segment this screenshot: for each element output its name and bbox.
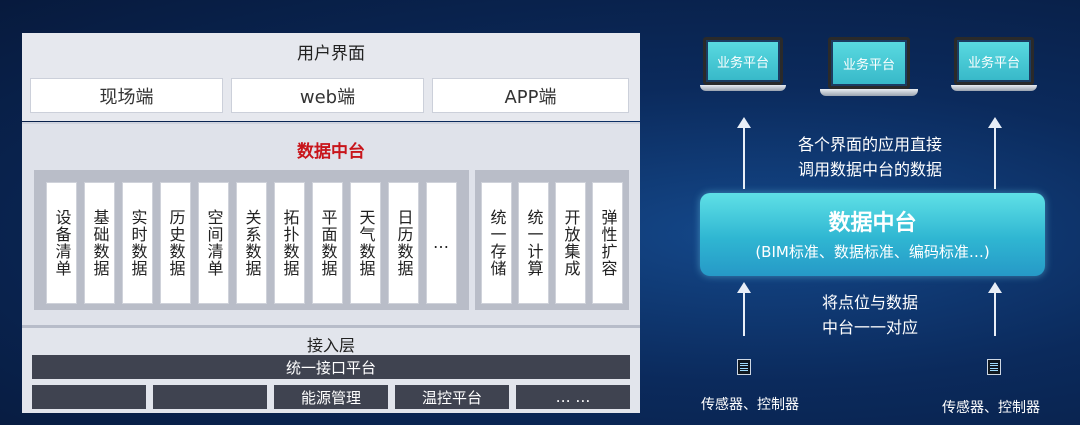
access-item-more: … … xyxy=(516,385,630,409)
data-card: 空间清单 xyxy=(198,182,229,304)
device-label: 业务平台 xyxy=(708,42,778,80)
access-layer-title: 接入层 xyxy=(306,336,355,355)
data-card: 日历数据 xyxy=(388,182,419,304)
device-label: 业务平台 xyxy=(959,42,1029,80)
data-card-more: … xyxy=(426,182,457,304)
bottom-description: 将点位与数据 中台一一对应 xyxy=(821,293,918,337)
monitor-icon: 业务平台 xyxy=(703,37,783,85)
capability-card: 统一存储 xyxy=(481,182,512,304)
capability-card: 弹性扩容 xyxy=(592,182,623,304)
data-platform-hub: 数据中台 (BIM标准、数据标准、编码标准…) xyxy=(700,193,1045,276)
data-card: 基础数据 xyxy=(84,182,115,304)
hub-title: 数据中台 xyxy=(828,211,917,236)
data-card: 平面数据 xyxy=(312,182,343,304)
access-item-temperature: 温控平台 xyxy=(395,385,509,409)
capability-group: 统一存储 统一计算 开放集成 弹性扩容 xyxy=(475,170,629,310)
access-layer: 接入层 统一接口平台 能源管理 温控平台 … … xyxy=(22,325,640,413)
data-platform-layer: 数据中台 设备清单 基础数据 实时数据 历史数据 空间清单 关系数据 拓扑数据 … xyxy=(22,122,640,350)
sensor-label: 传感器、控制器 xyxy=(701,397,799,413)
user-interface-layer: 用户界面 现场端 web端 APP端 xyxy=(22,33,640,121)
data-card: 拓扑数据 xyxy=(274,182,305,304)
arrow-up-icon xyxy=(988,117,1002,189)
data-card: 设备清单 xyxy=(46,182,77,304)
access-item xyxy=(32,385,146,409)
access-item xyxy=(153,385,267,409)
client-box-app: APP端 xyxy=(432,78,629,113)
unified-interface-bar: 统一接口平台 xyxy=(32,355,630,379)
capability-card: 统一计算 xyxy=(518,182,549,304)
monitor-icon: 业务平台 xyxy=(954,37,1034,85)
top-description: 各个界面的应用直接 调用数据中台的数据 xyxy=(797,135,942,179)
capability-card: 开放集成 xyxy=(555,182,586,304)
monitor-stand xyxy=(700,85,786,91)
data-card: 关系数据 xyxy=(236,182,267,304)
data-platform-title: 数据中台 xyxy=(297,142,365,162)
monitor-stand xyxy=(951,85,1037,91)
data-card: 实时数据 xyxy=(122,182,153,304)
laptop-icon: 业务平台 xyxy=(828,37,910,89)
client-box-onsite: 现场端 xyxy=(30,78,223,113)
arrow-up-icon xyxy=(988,282,1002,336)
sensor-label: 传感器、控制器 xyxy=(942,400,1040,416)
arrow-up-icon xyxy=(737,282,751,336)
arrow-up-icon xyxy=(737,117,751,189)
data-card: 天气数据 xyxy=(350,182,381,304)
access-item-energy: 能源管理 xyxy=(274,385,388,409)
laptop-base xyxy=(820,89,918,96)
sensor-icon xyxy=(987,359,1001,375)
sensor-icon xyxy=(737,359,751,375)
device-label: 业务平台 xyxy=(833,42,905,84)
architecture-panel: 用户界面 现场端 web端 APP端 数据中台 设备清单 基础数据 实时数据 历… xyxy=(22,33,640,413)
data-category-group: 设备清单 基础数据 实时数据 历史数据 空间清单 关系数据 拓扑数据 平面数据 … xyxy=(34,170,469,310)
data-card: 历史数据 xyxy=(160,182,191,304)
user-interface-title: 用户界面 xyxy=(297,44,365,64)
hub-subtitle: (BIM标准、数据标准、编码标准…) xyxy=(755,243,990,261)
client-box-web: web端 xyxy=(231,78,424,113)
